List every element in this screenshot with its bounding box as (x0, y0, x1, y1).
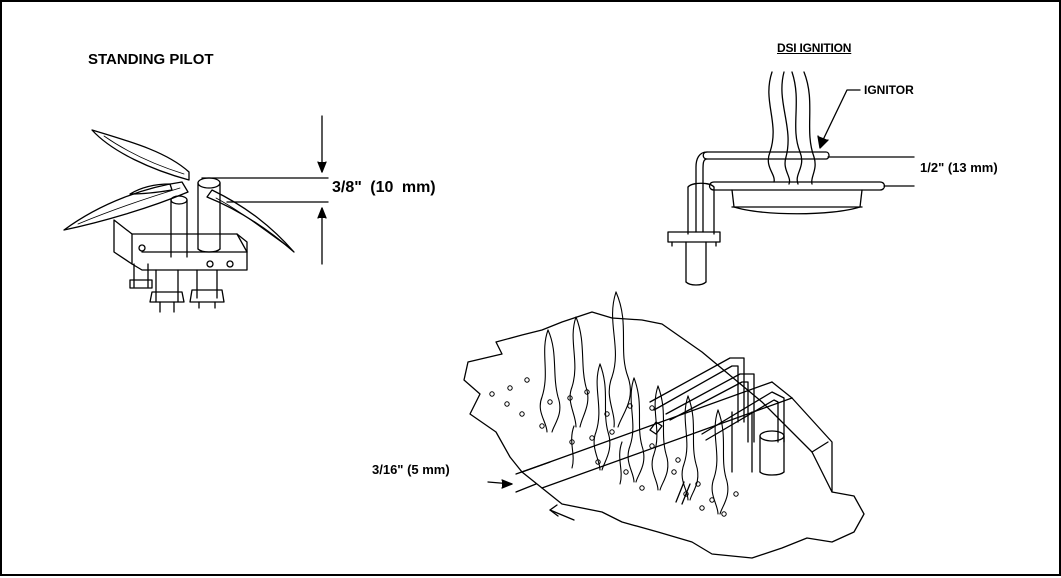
main-burner-illustration (463, 291, 865, 559)
standing-pilot-title: STANDING PILOT (88, 51, 214, 68)
dsi-gap-label: 1/2" (13 mm) (920, 160, 998, 175)
pilot-gap-label: 3/8" (10 mm) (332, 179, 436, 196)
burner-dim-arrow-right (549, 509, 575, 521)
burner-plate (463, 311, 865, 559)
burner-dim-line-lower (515, 483, 537, 493)
dsi-burner-tube (708, 181, 886, 191)
burner-gap-label: 3/16" (5 mm) (372, 462, 450, 477)
burner-pilot-assembly (649, 357, 785, 505)
ignitor-label: IGNITOR (864, 83, 914, 97)
burner-ports (489, 377, 739, 517)
dsi-ignition-title: DSI IGNITION (777, 41, 852, 55)
thermocouple-tip (197, 177, 221, 189)
pilot-flame-small (129, 183, 173, 195)
burner-dim-line-upper (515, 461, 551, 475)
dsi-mounting-clip (667, 231, 721, 243)
ignitor-rod (702, 151, 830, 160)
pilot-flame-lower-left (63, 181, 189, 231)
standing-pilot-illustration (63, 115, 329, 313)
pilot-bracket (113, 219, 133, 265)
burner-flames (539, 291, 729, 515)
dsi-flame-2 (791, 71, 803, 185)
dsi-flame-1 (767, 71, 775, 183)
pilot-flame-upper (91, 129, 190, 181)
dsi-ignition-illustration (667, 71, 915, 286)
ignitor-leader (821, 89, 861, 143)
